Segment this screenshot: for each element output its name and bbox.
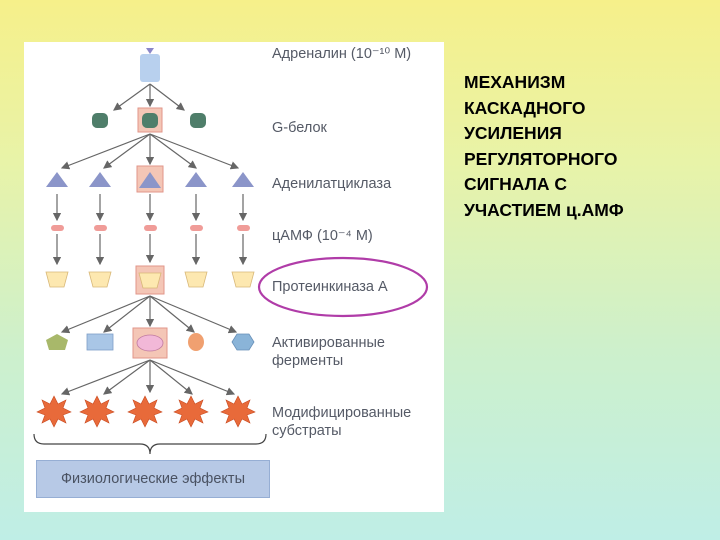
adenylate-cyclase-row (46, 165, 254, 193)
protein-kinase-row (45, 265, 255, 295)
enzymes-label: Активированные ферменты (272, 335, 385, 369)
title-line: КАСКАДНОГО (464, 97, 586, 118)
substrates-label: Модифицированные субстраты (272, 405, 412, 439)
arrows-level-1 (113, 83, 185, 111)
diagram-panel: Адреналин (10⁻¹⁰ М) G-белок Аденилатцикл… (24, 42, 444, 512)
title-line: УСИЛЕНИЯ (464, 123, 562, 143)
adenylate-cyclase-label: Аденилатциклаза (272, 176, 392, 192)
substrates-row (36, 395, 256, 428)
protein-kinase-label: Протеинкиназа А (272, 279, 388, 295)
title-line: МЕХАНИЗМ (464, 72, 566, 92)
camp-label: цАМФ (10⁻⁴ М) (272, 228, 373, 244)
grouping-bracket (33, 433, 267, 455)
slide-title: МЕХАНИЗМ КАСКАДНОГО УСИЛЕНИЯ РЕГУЛЯТОРНО… (464, 70, 704, 223)
adrenaline-label: Адреналин (10⁻¹⁰ М) (272, 46, 412, 62)
arrows-level-2 (60, 133, 240, 170)
title-line: РЕГУЛЯТОРНОГО (464, 148, 618, 169)
arrows-level-4 (52, 234, 248, 266)
effects-label: Физиологические эффекты (61, 471, 245, 487)
camp-row (51, 225, 250, 231)
arrows-level-6 (60, 359, 236, 396)
g-protein-row (92, 107, 206, 133)
physiological-effects-box: Физиологические эффекты (36, 460, 270, 498)
title-line: СИГНАЛА С (464, 174, 568, 194)
title-line: УЧАСТИЕМ ц.АМФ (464, 199, 624, 220)
g-protein-label: G-белок (272, 120, 327, 136)
cascade-diagram (33, 48, 429, 455)
arrows-level-5 (60, 295, 238, 334)
protein-kinase-highlight (257, 256, 429, 318)
adrenaline-receptor (140, 48, 160, 82)
enzymes-row (46, 327, 255, 359)
arrows-level-3 (52, 194, 248, 222)
